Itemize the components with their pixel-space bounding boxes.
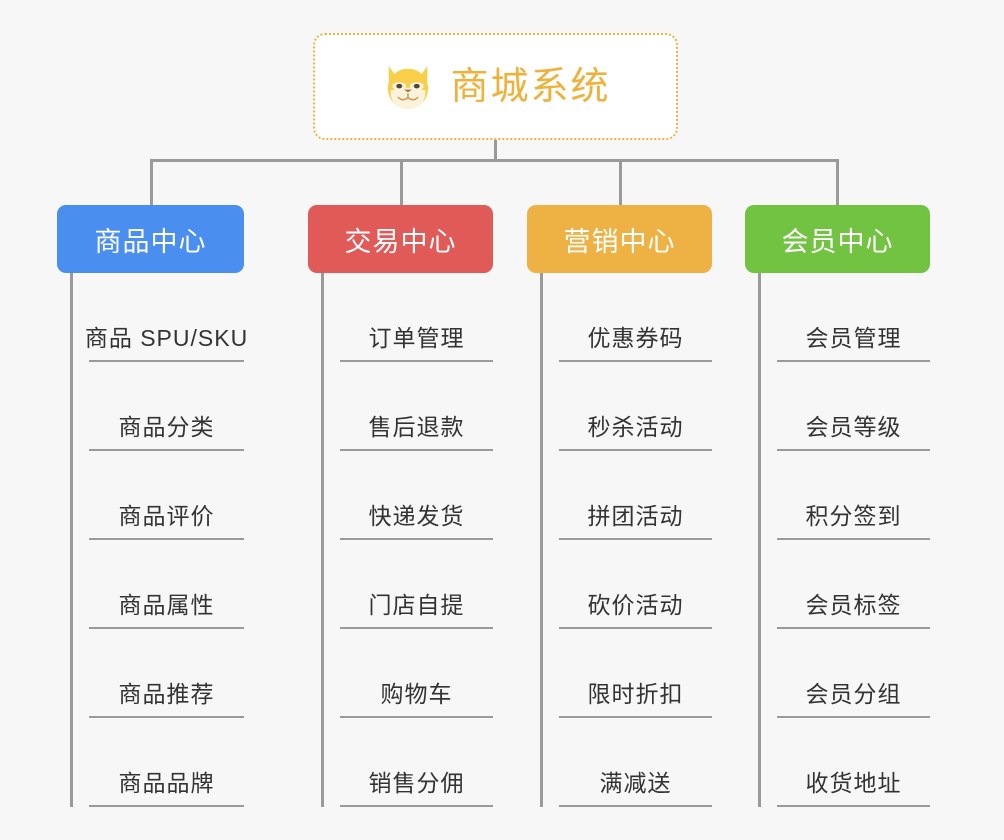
leaf-item[interactable]: 商品品牌 xyxy=(89,718,244,807)
leaf-item[interactable]: 购物车 xyxy=(340,629,493,718)
leaf-item[interactable]: 销售分佣 xyxy=(340,718,493,807)
branch-marketing-center: 营销中心 优惠券码 秒杀活动 拼团活动 砍价活动 限时折扣 满减送 xyxy=(527,205,712,807)
leaf-label: 会员标签 xyxy=(805,592,902,618)
branch-header-3[interactable]: 营销中心 xyxy=(527,205,712,273)
leaf-label: 会员分组 xyxy=(805,681,902,707)
connector-drop-3 xyxy=(619,159,622,205)
leaf-item[interactable]: 门店自提 xyxy=(340,540,493,629)
leaf-label: 售后退款 xyxy=(368,414,465,440)
root-node[interactable]: 商城系统 xyxy=(313,33,678,140)
leaf-list-1: 商品 SPU/SKU 商品分类 商品评价 商品属性 商品推荐 商品品牌 xyxy=(70,273,247,807)
leaf-item[interactable]: 满减送 xyxy=(559,718,712,807)
branch-trade-center: 交易中心 订单管理 售后退款 快递发货 门店自提 购物车 销售分佣 xyxy=(308,205,493,807)
leaf-item[interactable]: 商品评价 xyxy=(89,451,244,540)
leaf-label: 购物车 xyxy=(380,681,453,707)
leaf-item[interactable]: 会员分组 xyxy=(777,629,930,718)
leaf-item[interactable]: 会员等级 xyxy=(777,362,930,451)
leaf-label: 会员等级 xyxy=(805,414,902,440)
leaf-label: 拼团活动 xyxy=(587,503,684,529)
shiba-dog-face-icon xyxy=(388,65,429,111)
leaf-label: 秒杀活动 xyxy=(587,414,684,440)
branch-header-1[interactable]: 商品中心 xyxy=(57,205,244,273)
branch-label-4: 会员中心 xyxy=(781,226,894,257)
branch-label-3: 营销中心 xyxy=(563,226,676,257)
leaf-label: 销售分佣 xyxy=(368,770,465,796)
leaf-item[interactable]: 售后退款 xyxy=(340,362,493,451)
leaf-item[interactable]: 商品推荐 xyxy=(89,629,244,718)
leaf-item[interactable]: 订单管理 xyxy=(340,291,493,362)
leaf-list-4: 会员管理 会员等级 积分签到 会员标签 会员分组 收货地址 xyxy=(758,273,930,807)
leaf-label: 商品推荐 xyxy=(118,681,215,707)
leaf-item[interactable]: 商品分类 xyxy=(89,362,244,451)
leaf-label: 商品分类 xyxy=(118,414,215,440)
connector-drop-1 xyxy=(150,159,153,205)
leaf-label: 商品 SPU/SKU xyxy=(84,325,249,351)
leaf-list-2: 订单管理 售后退款 快递发货 门店自提 购物车 销售分佣 xyxy=(321,273,493,807)
leaf-label: 砍价活动 xyxy=(587,592,684,618)
connector-horizontal-bus xyxy=(150,159,839,162)
leaf-label: 会员管理 xyxy=(805,325,902,351)
leaf-item[interactable]: 砍价活动 xyxy=(559,540,712,629)
leaf-label: 满减送 xyxy=(599,770,672,796)
branch-header-4[interactable]: 会员中心 xyxy=(745,205,930,273)
leaf-item[interactable]: 积分签到 xyxy=(777,451,930,540)
leaf-item[interactable]: 商品属性 xyxy=(89,540,244,629)
leaf-item[interactable]: 会员管理 xyxy=(777,291,930,362)
leaf-label: 商品属性 xyxy=(118,592,215,618)
leaf-item[interactable]: 商品 SPU/SKU xyxy=(85,291,247,362)
root-title: 商城系统 xyxy=(450,65,611,108)
leaf-label: 积分签到 xyxy=(805,503,902,529)
connector-root-stem xyxy=(494,140,497,161)
leaf-label: 门店自提 xyxy=(368,592,465,618)
branch-member-center: 会员中心 会员管理 会员等级 积分签到 会员标签 会员分组 收货地址 xyxy=(745,205,930,807)
connector-drop-2 xyxy=(400,159,403,205)
leaf-item[interactable]: 秒杀活动 xyxy=(559,362,712,451)
leaf-item[interactable]: 会员标签 xyxy=(777,540,930,629)
leaf-label: 商品评价 xyxy=(118,503,215,529)
leaf-item[interactable]: 快递发货 xyxy=(340,451,493,540)
leaf-label: 快递发货 xyxy=(368,503,465,529)
branch-product-center: 商品中心 商品 SPU/SKU 商品分类 商品评价 商品属性 商品推荐 商品品牌 xyxy=(57,205,247,807)
leaf-item[interactable]: 限时折扣 xyxy=(559,629,712,718)
leaf-label: 优惠券码 xyxy=(587,325,684,351)
branch-header-2[interactable]: 交易中心 xyxy=(308,205,493,273)
leaf-item[interactable]: 收货地址 xyxy=(777,718,930,807)
leaf-label: 商品品牌 xyxy=(118,770,215,796)
leaf-item[interactable]: 优惠券码 xyxy=(559,291,712,362)
leaf-label: 订单管理 xyxy=(368,325,465,351)
branch-label-2: 交易中心 xyxy=(344,226,457,257)
leaf-item[interactable]: 拼团活动 xyxy=(559,451,712,540)
leaf-list-3: 优惠券码 秒杀活动 拼团活动 砍价活动 限时折扣 满减送 xyxy=(540,273,712,807)
branch-label-1: 商品中心 xyxy=(94,226,207,257)
leaf-label: 收货地址 xyxy=(805,770,902,796)
leaf-label: 限时折扣 xyxy=(587,681,684,707)
connector-drop-4 xyxy=(836,159,839,205)
